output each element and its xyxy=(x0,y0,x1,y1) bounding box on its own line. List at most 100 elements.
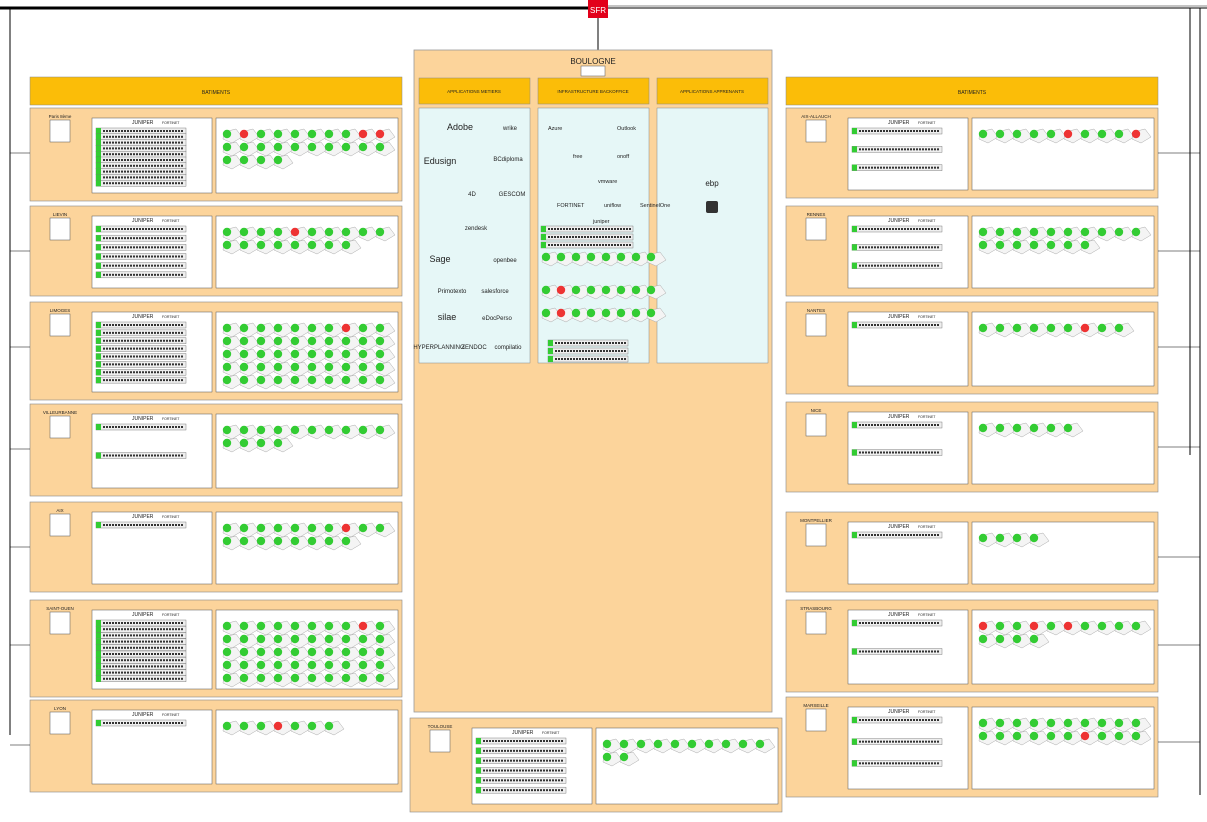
access-point-icon xyxy=(324,633,345,649)
access-point-icon xyxy=(239,672,260,688)
access-point-icon xyxy=(704,738,725,754)
switch-icon xyxy=(475,767,567,774)
access-point-icon xyxy=(290,361,311,377)
access-point-icon xyxy=(1029,226,1050,242)
access-point-icon xyxy=(1029,717,1050,733)
access-point-icon xyxy=(290,646,311,662)
access-point-icon xyxy=(273,672,294,688)
access-point-icon xyxy=(1131,226,1152,242)
access-point-icon xyxy=(1046,239,1067,255)
juniper-label: JUNIPER xyxy=(132,712,154,718)
switch-icon xyxy=(95,345,187,352)
access-point-icon xyxy=(1063,620,1084,636)
ap-box xyxy=(971,411,1155,485)
right-header-label: BATIMENTS xyxy=(958,90,987,96)
access-point-icon xyxy=(653,738,674,754)
switch-icon xyxy=(851,648,943,655)
access-point-icon xyxy=(307,322,328,338)
juniper-label: JUNIPER xyxy=(888,120,910,126)
switch-icon xyxy=(95,262,187,269)
access-point-icon xyxy=(541,251,562,267)
access-point-icon xyxy=(1046,322,1067,338)
site-name: AIX xyxy=(56,508,63,513)
access-point-icon xyxy=(222,720,243,736)
access-point-icon xyxy=(1012,620,1033,636)
access-point-icon xyxy=(1063,322,1084,338)
switch-icon xyxy=(95,321,187,329)
infra-logo: free xyxy=(573,154,582,160)
switch-icon xyxy=(95,271,187,279)
right-header-bar xyxy=(785,76,1159,106)
access-point-icon xyxy=(290,141,311,157)
access-point-icon xyxy=(239,659,260,675)
access-point-icon xyxy=(1097,128,1118,144)
access-point-icon xyxy=(995,322,1016,338)
switch-icon xyxy=(540,225,634,233)
access-point-icon xyxy=(978,532,999,548)
left-header-bar xyxy=(29,76,403,106)
access-point-icon xyxy=(290,659,311,675)
switch-icon xyxy=(95,626,187,633)
ap-box xyxy=(971,215,1155,289)
access-point-icon xyxy=(646,251,667,267)
access-point-icon xyxy=(290,424,311,440)
access-point-icon xyxy=(978,730,999,746)
access-point-icon xyxy=(290,348,311,364)
access-point-icon xyxy=(290,374,311,390)
switch-icon xyxy=(95,329,187,337)
infra-logo: Outlook xyxy=(617,126,636,132)
access-point-icon xyxy=(222,374,243,390)
access-point-icon xyxy=(290,633,311,649)
infra-logo: uniflow xyxy=(604,203,621,209)
app-logo: wrike xyxy=(502,126,518,132)
ap-box xyxy=(971,521,1155,585)
access-point-icon xyxy=(239,374,260,390)
switch-icon xyxy=(851,449,943,456)
access-point-icon xyxy=(358,322,379,338)
access-point-icon xyxy=(307,720,328,736)
switch-icon xyxy=(95,244,187,251)
access-point-icon xyxy=(256,348,277,364)
access-point-icon xyxy=(256,322,277,338)
access-point-icon xyxy=(1012,128,1033,144)
fortinet-label: FORTINET xyxy=(918,613,936,617)
access-point-icon xyxy=(222,672,243,688)
access-point-icon xyxy=(541,307,562,323)
app-logo: BCdiploma xyxy=(493,157,523,163)
access-point-icon xyxy=(1029,532,1050,548)
fortinet-label: FORTINET xyxy=(162,315,180,319)
fortinet-label: FORTINET xyxy=(162,713,180,717)
access-point-icon xyxy=(273,633,294,649)
access-point-icon xyxy=(1114,128,1135,144)
access-point-icon xyxy=(307,348,328,364)
infra-logo: juniper xyxy=(592,219,610,225)
switch-icon xyxy=(475,737,567,745)
access-point-icon xyxy=(358,141,379,157)
access-point-icon xyxy=(631,307,652,323)
access-point-icon xyxy=(375,226,396,242)
site-router xyxy=(805,523,827,547)
access-point-icon xyxy=(222,348,243,364)
access-point-icon xyxy=(239,322,260,338)
access-point-icon xyxy=(256,226,277,242)
column-body xyxy=(418,107,531,364)
access-point-icon xyxy=(290,226,311,242)
infra-logo: onoff xyxy=(617,154,630,160)
ap-box xyxy=(215,215,399,289)
access-point-icon xyxy=(273,361,294,377)
juniper-label: JUNIPER xyxy=(132,218,154,224)
infra-logo: Azure xyxy=(548,126,562,132)
access-point-icon xyxy=(324,720,345,736)
app-logo: HYPERPLANNING xyxy=(413,345,465,351)
access-point-icon xyxy=(307,620,328,636)
access-point-icon xyxy=(256,646,277,662)
juniper-label: JUNIPER xyxy=(888,612,910,618)
access-point-icon xyxy=(222,522,243,538)
